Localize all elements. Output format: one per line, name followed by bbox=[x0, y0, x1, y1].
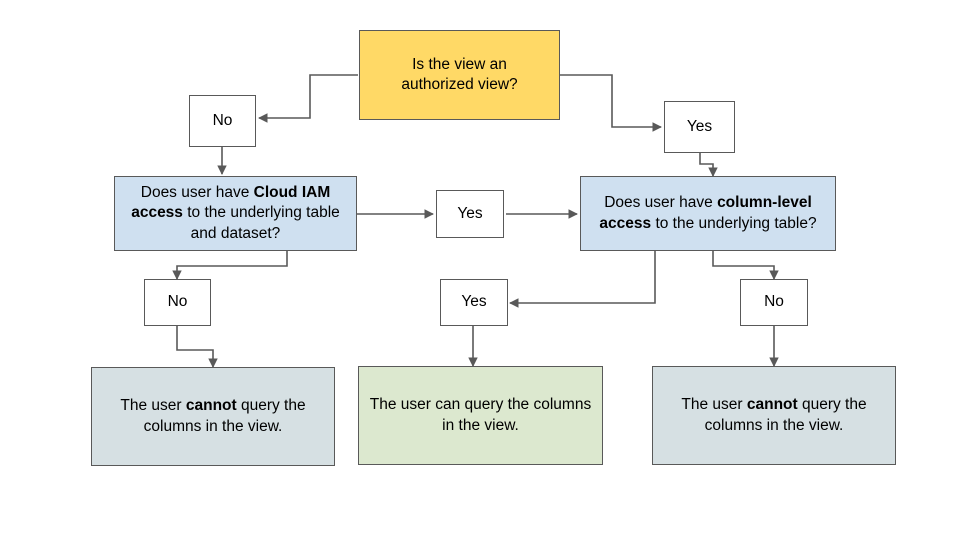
node-column-question-emphasis: column-level access bbox=[599, 194, 812, 232]
node-result-right-deny-emphasis: cannot bbox=[746, 396, 798, 414]
node-start-yes-label: Yes bbox=[686, 117, 713, 135]
edge-start-to-no bbox=[258, 74, 358, 123]
edge-yes-to-column bbox=[699, 153, 718, 177]
node-result-left-deny-label: The user cannot query the columns in the… bbox=[120, 397, 306, 435]
edge-column-to-no bbox=[712, 251, 779, 280]
node-column-question[interactable]: Does user have column-level access to th… bbox=[580, 176, 836, 251]
node-result-left-deny[interactable]: The user cannot query the columns in the… bbox=[91, 367, 335, 466]
edge-iam-to-no bbox=[172, 251, 288, 280]
node-start-no[interactable]: No bbox=[189, 95, 256, 147]
node-iam-question-label: Does user have Cloud IAM access to the u… bbox=[131, 183, 340, 242]
edge-start-to-yes bbox=[560, 74, 662, 132]
node-column-yes-label: Yes bbox=[461, 293, 487, 311]
node-iam-no[interactable]: No bbox=[144, 279, 211, 326]
node-result-right-deny[interactable]: The user cannot query the columns in the… bbox=[652, 366, 896, 465]
node-iam-yes-label: Yes bbox=[457, 204, 483, 222]
node-column-no-label: No bbox=[764, 293, 784, 311]
edge-column-to-yes bbox=[509, 251, 656, 308]
node-column-question-label: Does user have column-level access to th… bbox=[599, 194, 817, 232]
node-result-center-allow-label: The user can query the columns in the vi… bbox=[369, 396, 592, 434]
node-iam-question[interactable]: Does user have Cloud IAM access to the u… bbox=[114, 176, 357, 251]
node-iam-question-emphasis: Cloud IAM access bbox=[131, 183, 331, 222]
node-start-yes[interactable]: Yes bbox=[664, 101, 735, 153]
node-result-right-deny-label: The user cannot query the columns in the… bbox=[681, 396, 867, 434]
edge-no-to-left-result bbox=[176, 325, 218, 368]
node-result-center-allow[interactable]: The user can query the columns in the vi… bbox=[358, 366, 603, 465]
node-iam-yes[interactable]: Yes bbox=[436, 190, 504, 238]
node-column-no[interactable]: No bbox=[740, 279, 808, 326]
node-result-left-deny-emphasis: cannot bbox=[185, 397, 237, 415]
node-column-yes[interactable]: Yes bbox=[440, 279, 508, 326]
node-start-no-label: No bbox=[212, 111, 233, 129]
node-iam-no-label: No bbox=[167, 293, 188, 311]
